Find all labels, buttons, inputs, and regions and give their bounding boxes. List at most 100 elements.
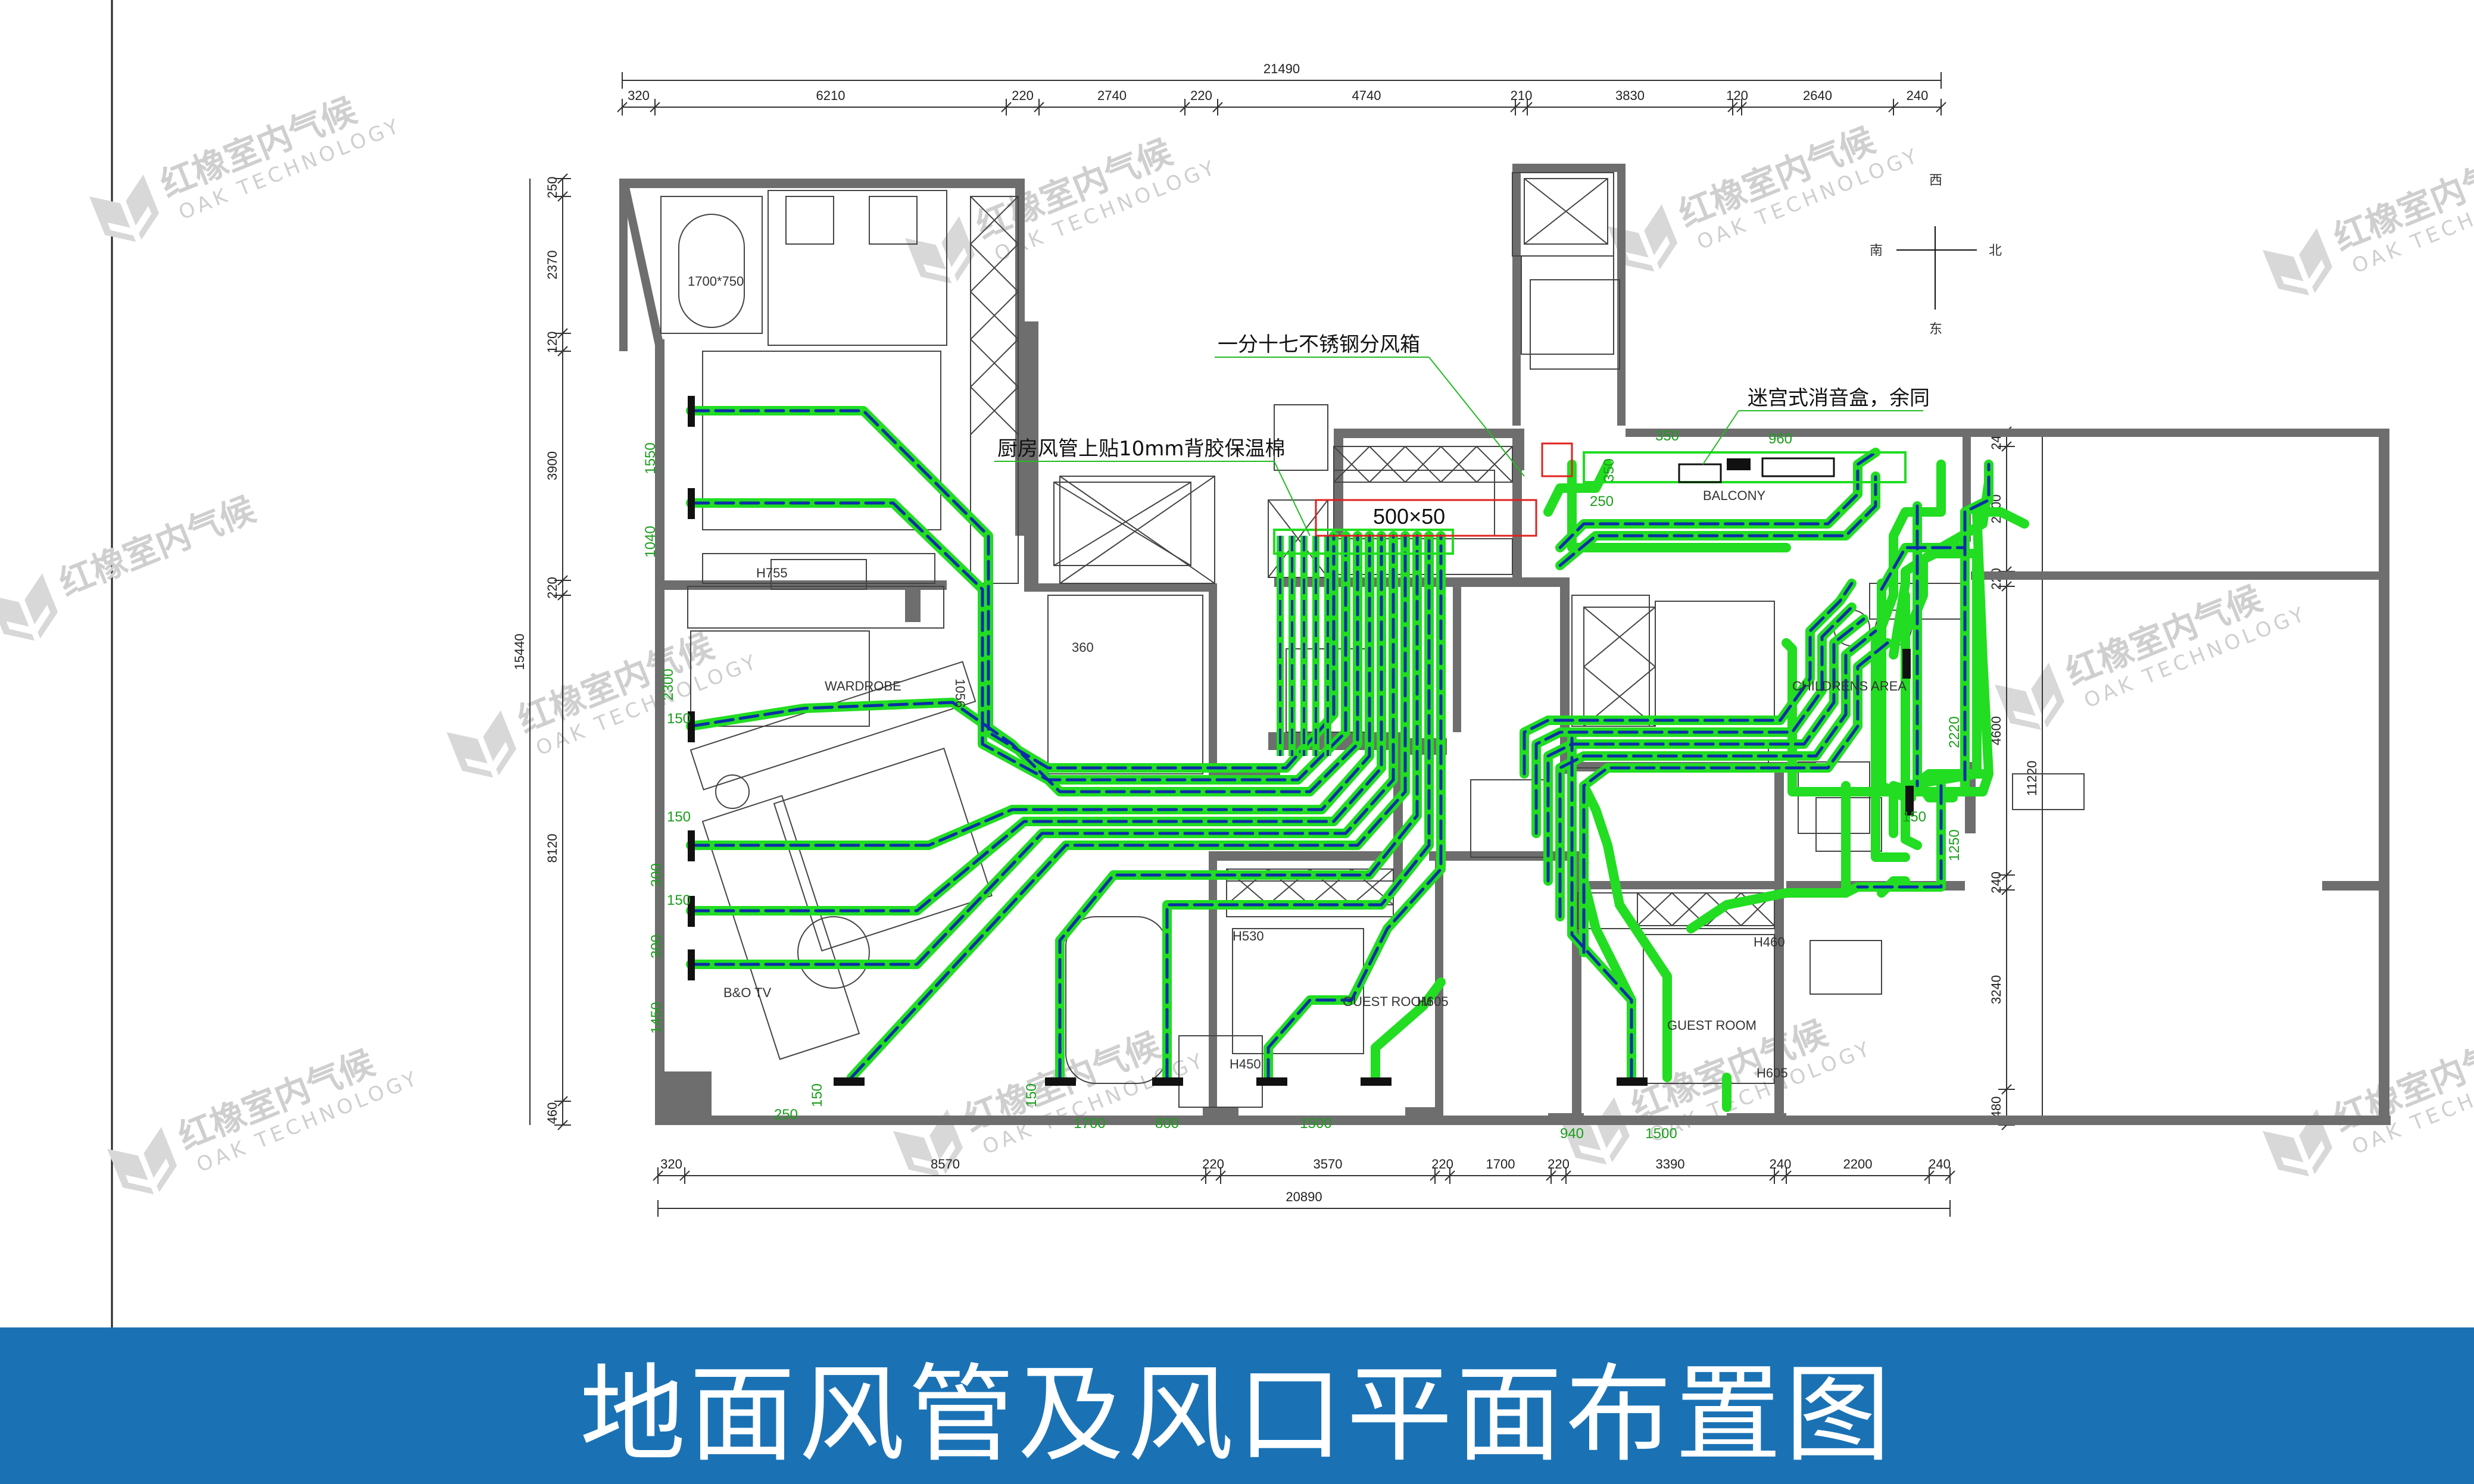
compass-north: 北 [1989, 243, 2002, 258]
dimension-value: 220 [1202, 1157, 1224, 1171]
duct-dimension-label: 800 [1155, 1116, 1179, 1132]
dimension-value: 460 [545, 1102, 560, 1124]
duct-dimension-label: 2220 [1946, 716, 1963, 748]
dimension-value: 3830 [1615, 88, 1645, 103]
oak-logo-icon [107, 1127, 184, 1204]
duct-dimension-label: 150 [667, 711, 691, 727]
oak-logo-icon [447, 710, 523, 788]
dimension-value: 480 [1989, 1096, 2004, 1119]
duct-dimension-label: 350 [1601, 458, 1617, 482]
dimension-value: 1700 [1486, 1157, 1515, 1171]
box-size-label: 500×50 [1373, 504, 1445, 529]
manifold-note: 一分十七不锈钢分风箱 [1218, 333, 1420, 357]
duct-dimension-label: 1500 [1645, 1126, 1677, 1142]
height-label: H605 [1417, 994, 1449, 1009]
dimension-value: 240 [1929, 1157, 1951, 1171]
dimension-value: 4740 [1352, 88, 1381, 103]
dimension-value: 250 [545, 177, 560, 199]
compass-south: 南 [1870, 243, 1883, 258]
duct-dimension-label: 150 [809, 1083, 825, 1107]
duct-dimension-label: 350 [1655, 428, 1679, 444]
dimension-value: 120 [1726, 88, 1748, 103]
dimension-value: 6210 [816, 88, 846, 103]
dimension-value: 320 [628, 88, 650, 103]
duct-dimension-label: 1700 [1074, 1116, 1105, 1132]
dimension-value: 220 [1012, 88, 1034, 103]
duct-dimension-label: 1500 [1300, 1116, 1331, 1132]
dimension-value: 2370 [545, 251, 560, 280]
watermark-group: 红橡室内气候 OAK TECHNOLOGY 红橡室内气候 OAK TECHNOL… [0, 90, 2474, 1204]
tub-label: 1700*750 [688, 274, 744, 289]
duct-dimension-label: 150 [1902, 809, 1926, 825]
floor-plan: 红橡室内气候 OAK TECHNOLOGY 红橡室内气候 OAK TECHNOL… [0, 0, 2474, 1327]
duct-dimension-label: 300 [648, 935, 664, 958]
guest-room-label: GUEST ROOM [1667, 1018, 1757, 1033]
dimension-left: 250 2370 120 3900 220 8120 460 15440 [512, 173, 571, 1130]
manifold-bundle [1273, 451, 1907, 756]
duct-dimension-label: 250 [1590, 493, 1614, 510]
duct-dimension-label: 960 [1768, 431, 1792, 447]
dimension-value: 220 [545, 577, 560, 599]
balcony-label: BALCONY [1703, 488, 1765, 503]
duct-dimension-label: 1250 [1946, 829, 1963, 861]
dimension-value: 2640 [1803, 88, 1832, 103]
oak-logo-icon [2263, 228, 2339, 305]
wardrobe-label: WARDROBE [825, 679, 901, 693]
dimension-value: 320 [660, 1157, 682, 1171]
oak-logo-icon [0, 573, 65, 651]
childrens-area-label: CHILDRENS AREA [1792, 679, 1907, 693]
dimension-value: 3390 [1656, 1157, 1685, 1171]
dimension-value: 8570 [931, 1157, 960, 1171]
compass-west: 西 [1929, 173, 1942, 188]
height-label: H460 [1754, 935, 1785, 949]
shafts [1053, 178, 1775, 926]
duct-dimension-label: 250 [774, 1107, 798, 1123]
dimension-value: 240 [1989, 871, 2004, 893]
duct-dimension-label: 150 [667, 892, 691, 908]
dimension-top: 320 6210 220 2740 220 4740 210 3830 120 2640 240 21… [617, 61, 1946, 115]
duct-dimension-label: 150 [667, 809, 691, 825]
dimension-value: 240 [1770, 1157, 1792, 1171]
dimension-value: 2200 [1843, 1157, 1873, 1171]
air-outlets [688, 396, 1914, 1086]
duct-dimension-label: 940 [1560, 1126, 1584, 1142]
duct-dimension-label: 300 [648, 863, 664, 887]
height-label: H530 [1233, 929, 1264, 943]
dimension-total: 20890 [1286, 1189, 1322, 1204]
dimension-value: 8120 [545, 834, 560, 863]
duct-dimension-label: 1550 [642, 442, 659, 474]
dimension-total: 11220 [2024, 761, 2039, 796]
watermark-brand: 红橡室内气候 [54, 489, 261, 604]
silencer-note: 迷宫式消音盒，余同 [1748, 386, 1930, 410]
dimension-label: 360 [1072, 640, 1094, 655]
dimension-value: 120 [545, 332, 560, 354]
duct-dimension-label: 1450 [648, 1002, 664, 1033]
dimension-value: 220 [1548, 1157, 1570, 1171]
compass: 西 南 北 东 [1870, 173, 2002, 336]
dimension-value: 240 [1907, 88, 1929, 103]
duct-dimension-label: 150 [1024, 1083, 1040, 1107]
height-label: H450 [1230, 1057, 1261, 1071]
dimension-value: 3240 [1989, 975, 2004, 1004]
dimension-total: 21490 [1263, 61, 1300, 76]
oak-logo-icon [89, 174, 166, 252]
compass-east: 东 [1929, 321, 1942, 336]
dimension-value: 2740 [1097, 88, 1127, 103]
dimension-value: 3900 [545, 451, 560, 480]
dimension-value: 3570 [1314, 1157, 1343, 1171]
dimension-value: 210 [1511, 88, 1533, 103]
dimension-total: 15440 [512, 633, 527, 670]
duct-dimension-label: 2300 [660, 668, 676, 700]
annotations: 一分十七不锈钢分风箱 迷宫式消音盒，余同 厨房风管上贴10mm背胶保温棉 500… [994, 333, 1930, 536]
height-label: H605 [1757, 1066, 1788, 1080]
dimension-value: 220 [1190, 88, 1212, 103]
room-labels: WARDROBE CHILDRENS AREA BALCONY GUEST RO… [688, 274, 1907, 1080]
dimension-label: 1056 [953, 679, 968, 708]
tv-label: B&O TV [723, 985, 772, 1000]
air-ducts [686, 406, 2029, 1112]
height-label: H755 [756, 566, 788, 580]
kitchen-duct-note: 厨房风管上贴10mm背胶保温棉 [997, 437, 1286, 461]
drawing-title: 地面风管及风口平面布置图 [579, 1353, 1895, 1476]
